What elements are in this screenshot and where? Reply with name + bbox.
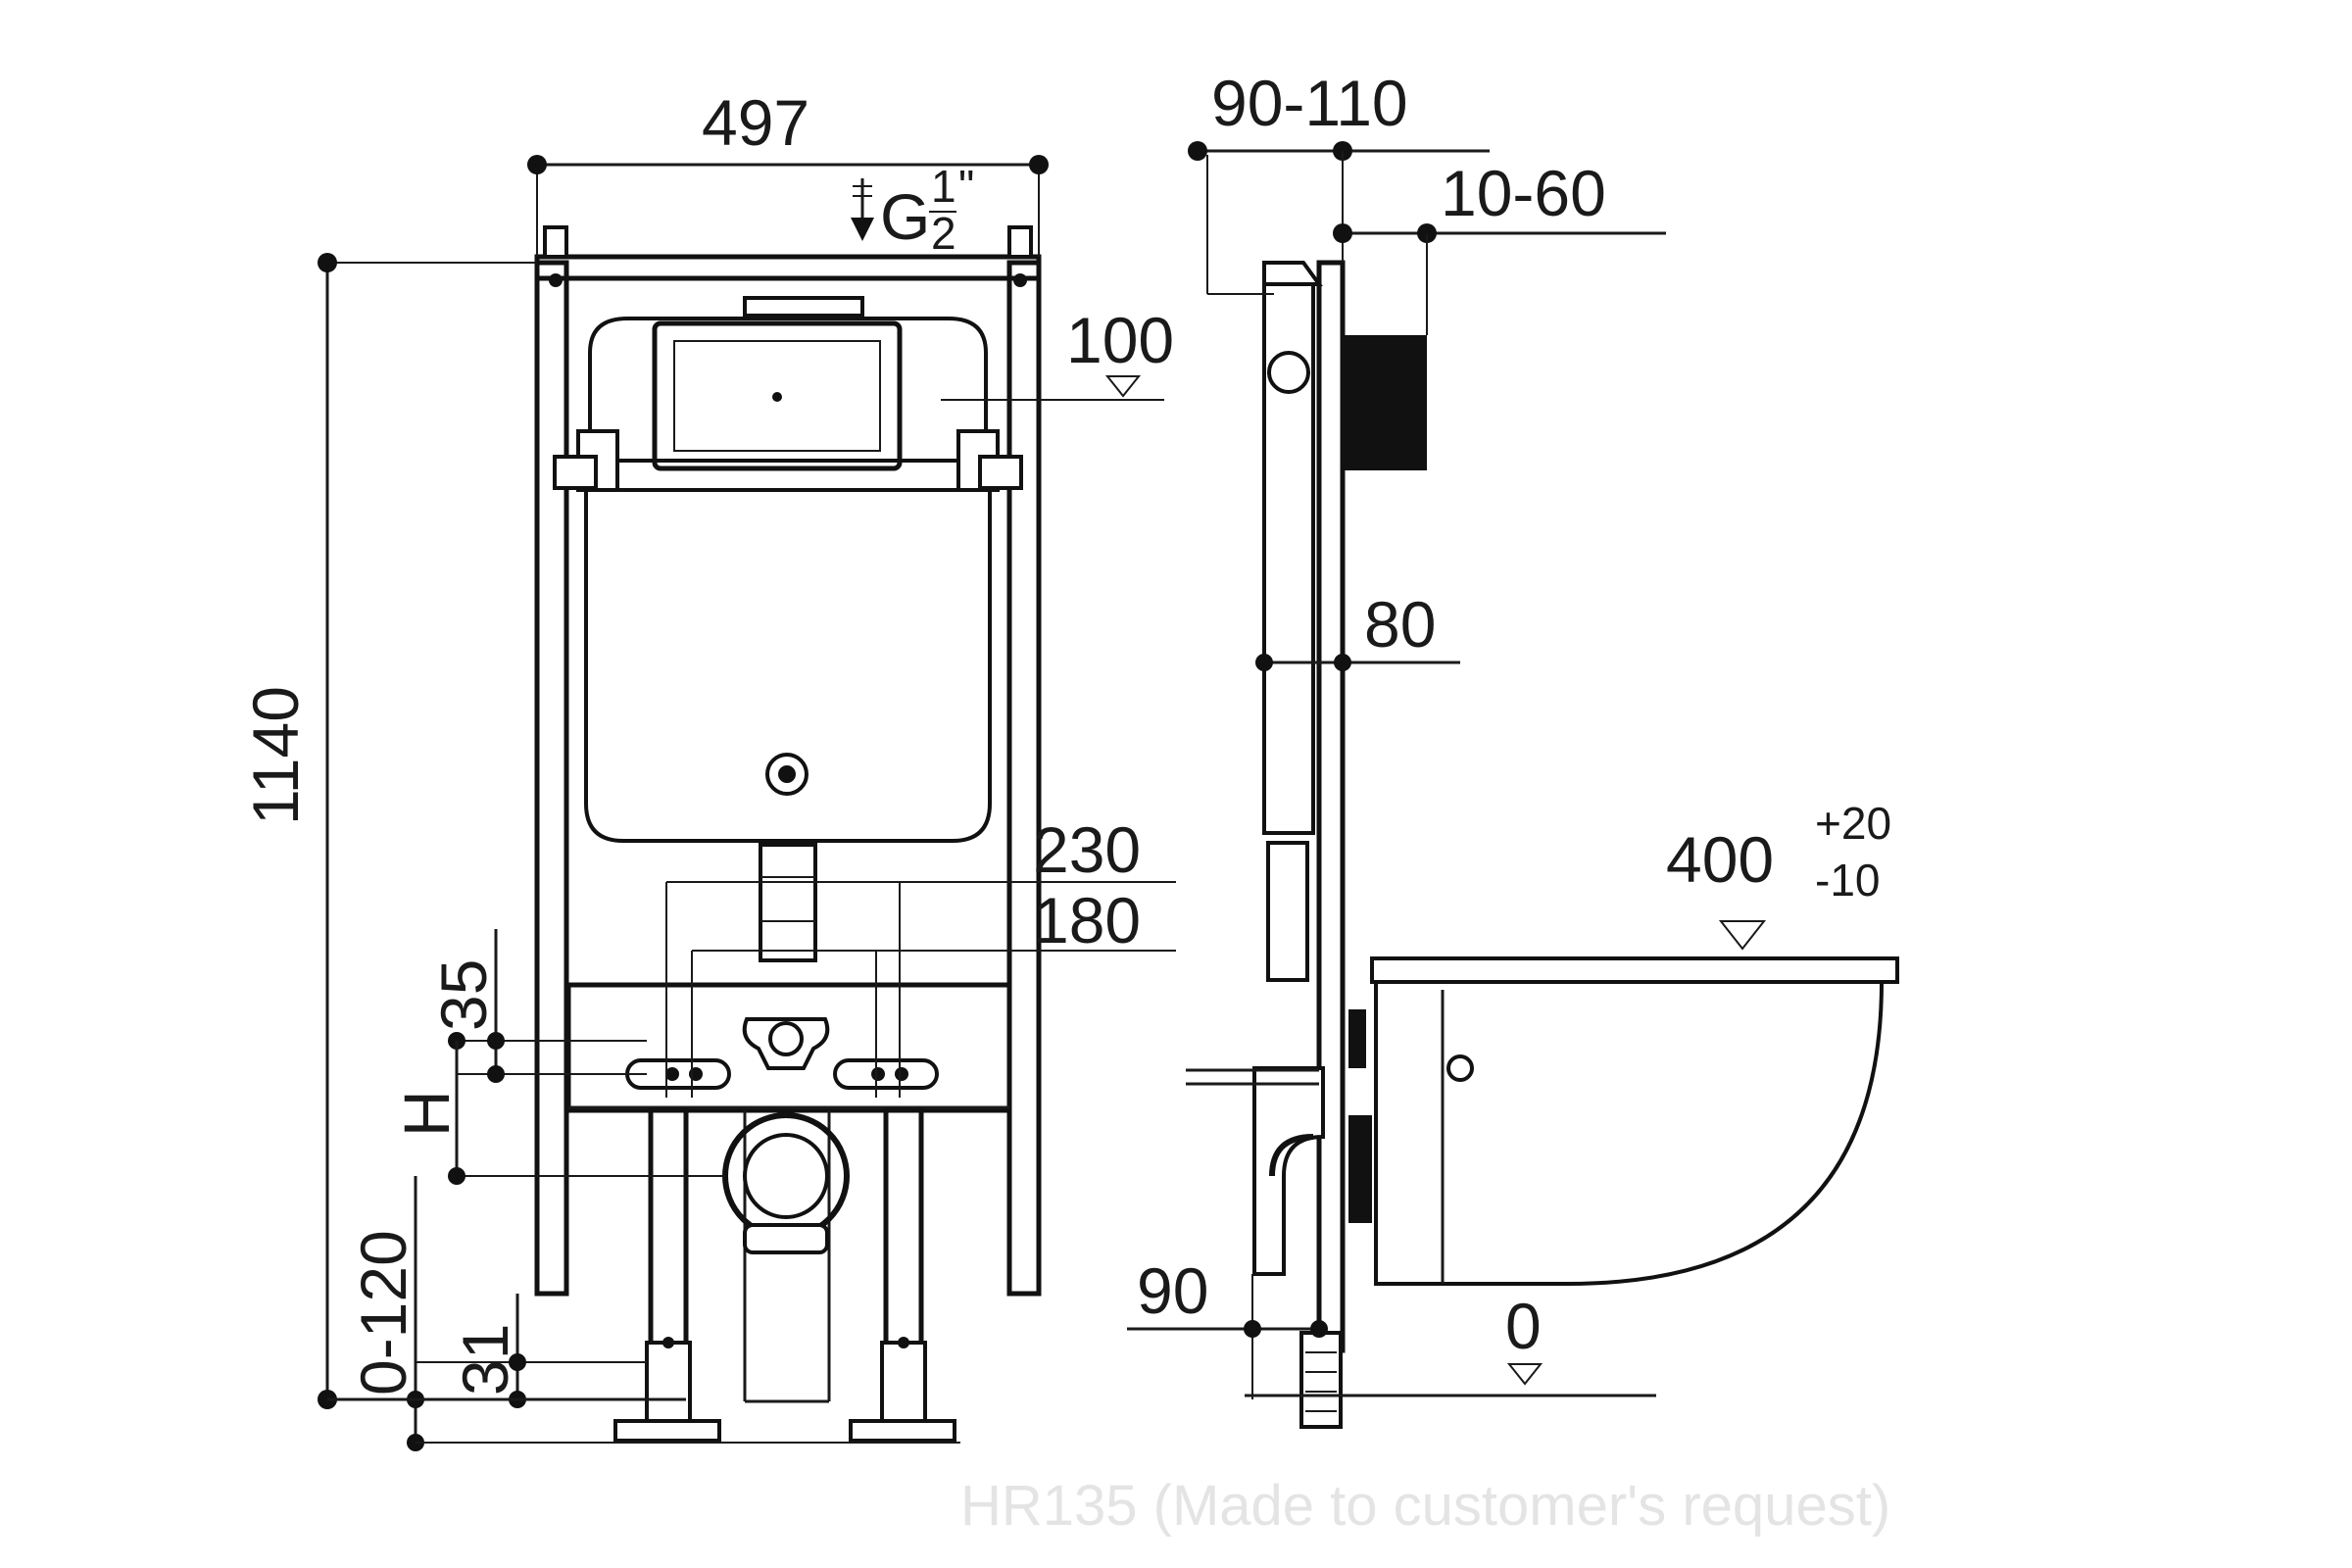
frame-upright-right — [1006, 260, 1042, 1297]
lower-crossbar — [565, 982, 1012, 1113]
dim-frame-width: 497 — [702, 86, 809, 159]
side-view: 90-110 10-60 80 90 0 400 +20 -10 — [1127, 67, 1899, 1429]
dim-inlet-height: 100 — [1066, 304, 1174, 376]
dim-height-var: H — [390, 1090, 463, 1137]
inlet-thread-letter: G — [880, 180, 930, 253]
cistern-top — [588, 317, 988, 463]
dim-seat-tolerance-plus: +20 — [1815, 798, 1891, 849]
leg-left — [648, 1107, 689, 1358]
front-view: G 1 2 " 497 1140 100 230 180 — [239, 86, 1176, 1451]
inlet-unit: " — [958, 161, 974, 212]
water-inlet-icon — [851, 178, 874, 241]
dim-bolt-spacing-outer: 230 — [1033, 813, 1141, 886]
toilet-seat — [1370, 956, 1899, 984]
dim-floor-level: 0 — [1505, 1290, 1542, 1362]
seat-level-marker — [1718, 920, 1767, 951]
dim-seat-height: 400 — [1666, 823, 1774, 896]
dim-wall-offset: 10-60 — [1441, 157, 1606, 229]
dim-bolt-spacing-inner: 180 — [1033, 884, 1141, 956]
side-frame-profile — [1316, 260, 1346, 1353]
dim-frame-depth: 80 — [1364, 588, 1436, 661]
inlet-fraction-den: 2 — [931, 208, 956, 259]
flush-plate-opening — [652, 320, 903, 471]
cistern-body — [584, 488, 992, 843]
toilet-bowl — [1374, 980, 1885, 1286]
dim-leg-adjust: 0-120 — [347, 1230, 419, 1396]
flush-actuator — [1345, 335, 1427, 470]
frame-upright-left — [534, 260, 569, 1297]
flush-pipe — [759, 843, 817, 962]
dim-foot-height: 31 — [449, 1324, 521, 1396]
model-note: HR135 (Made to customer's request) — [960, 1474, 1890, 1538]
dim-floor-offset: 90 — [1137, 1254, 1208, 1327]
dim-wall-depth: 90-110 — [1211, 67, 1408, 139]
leg-right — [883, 1107, 924, 1358]
frame-top-rail — [534, 254, 1042, 281]
dim-bolt-vertical: 35 — [427, 959, 500, 1031]
dim-frame-height: 1140 — [239, 686, 312, 825]
dim-seat-tolerance-minus: -10 — [1815, 855, 1880, 906]
inlet-fraction-num: 1 — [931, 161, 956, 212]
